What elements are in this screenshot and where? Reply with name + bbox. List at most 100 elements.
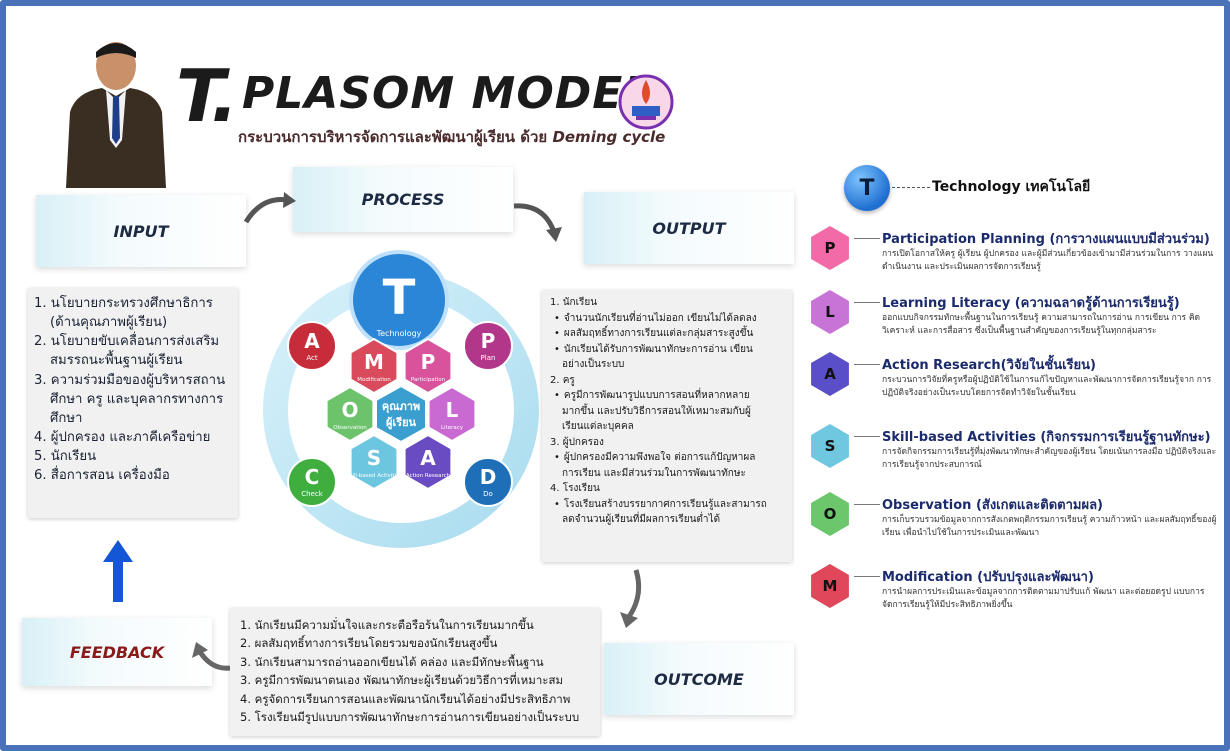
hex-shape (427, 385, 477, 443)
hex-label: Participation (411, 377, 446, 383)
subtitle: กระบวนการบริหารจัดการและพัฒนาผู้เรียน ด้… (238, 125, 665, 149)
feedback-banner: FEEDBACK (22, 618, 212, 686)
pdca-circle (287, 457, 337, 507)
input-item: 2. นโยบายขับเคลื่อนการส่งเสริม (34, 334, 220, 350)
curved-arrow-icon (513, 203, 562, 242)
pdca-label: Do (483, 490, 493, 498)
input-item: 1. นโยบายกระทรวงศึกษาธิการ (34, 296, 213, 311)
output-item-cont: ลดจำนวนผู้เรียนที่มีผลการเรียนต่ำได้ (562, 514, 721, 525)
model-item-title: Participation Planning (การวางแผนแบบมีส่… (882, 232, 1210, 247)
pdca-letter: C (305, 465, 320, 489)
curved-arrow-icon (620, 569, 642, 628)
hex-shape (403, 433, 453, 491)
model-item-description: กระบวนการวิจัยที่ครูหรือผู้ปฏิบัติใช้ในก… (882, 375, 1212, 398)
model-item-title: Learning Literacy (ความฉลาดรู้ด้านการเรี… (882, 296, 1180, 311)
model-item-description: ออกแบบกิจกรรมทักษะพื้นฐานในการเรียนรู้ ค… (882, 313, 1201, 336)
pdca-label: Act (306, 354, 318, 362)
outcome-panel: 1. นักเรียนมีความมั่นใจและกระตือรือร้นใน… (230, 608, 600, 736)
model-item-title: Modification (ปรับปรุงและพัฒนา) (882, 570, 1094, 585)
pdca-letter: P (481, 329, 496, 353)
hex-letter: S (367, 446, 381, 470)
hex-participation: P Participation (403, 337, 453, 395)
input-item: (ด้านคุณภาพผู้เรียน) (50, 315, 168, 331)
input-item: 6. สื่อการสอน เครื่องมือ (34, 468, 170, 484)
curved-arrow-icon (192, 642, 231, 671)
hex-label: Action Research (406, 473, 451, 479)
output-banner: OUTPUT (584, 192, 794, 264)
technology-letter: T (383, 270, 416, 326)
hex-letter: P (421, 350, 436, 374)
curved-arrow-icon (243, 192, 296, 224)
outcome-item: 2. ผลสัมฤทธิ์ทางการเรียนโดยรวมของนักเรีย… (240, 636, 498, 651)
technology-circle (349, 250, 449, 350)
subtitle-deming: Deming cycle (552, 128, 666, 146)
technology-title: Technology เทคโนโลยี (932, 179, 1091, 195)
title-t: T. (176, 54, 238, 138)
pdca-letter: A (304, 329, 320, 353)
hex-shape (349, 337, 399, 395)
hex-literacy: L Literacy (427, 385, 477, 443)
output-heading: 3. ผู้ปกครอง (550, 436, 604, 448)
connector-line (854, 364, 880, 365)
output-item-cont: เรียนแต่ละบุคคล (562, 421, 634, 432)
output-item: ผู้ปกครองมีความพึงพอใจ ต่อการแก้ปัญหาผล (550, 450, 784, 466)
technology-badge: T (844, 165, 890, 211)
outcome-banner: OUTCOME (604, 643, 794, 715)
model-item-description: การจัดกิจกรรมการเรียนรู้ที่มุ่งพัฒนาทักษ… (882, 447, 1217, 470)
process-banner: PROCESS (293, 167, 513, 232)
pdca-label: Plan (481, 354, 496, 362)
hex-shape (325, 385, 375, 443)
hex-letter: A (420, 446, 436, 470)
arrow-up-icon (103, 540, 133, 602)
model-letter-badge: L (811, 290, 849, 334)
hex-group: MModificationPParticipationOObservationL… (325, 337, 477, 491)
hex-shape (349, 433, 399, 491)
hex-label: Skill-based Activities (346, 473, 403, 479)
output-item-cont: มากขึ้น และปรับวิธีการสอนให้เหมาะสมกับผู… (562, 405, 751, 417)
output-item: ผลสัมฤทธิ์ทางการเรียนแต่ละกลุ่มสาระสูงขึ… (550, 326, 784, 342)
hex-action-research: A Action Research (403, 433, 453, 491)
model-item-title: Skill-based Activities (กิจกรรมการเรียนร… (882, 430, 1211, 445)
hex-skill-based-activities: S Skill-based Activities (346, 433, 403, 491)
outcome-item: 5. โรงเรียนมีรูปแบบการพัฒนาทักษะการอ่านก… (240, 709, 580, 724)
hex-letter: L (446, 398, 459, 422)
model-item-title: Observation (สังเกตและติดตามผล) (882, 498, 1103, 513)
hex-label: Modification (357, 377, 391, 383)
model-letter-badge: A (811, 352, 849, 396)
connector-line (892, 187, 930, 188)
input-item: 3. ความร่วมมือของผู้บริหารสถาน (34, 372, 226, 388)
pdca-circle (463, 457, 513, 507)
model-item-description: การเก็บรวบรวมข้อมูลจากการสังเกตพฤติกรรมก… (882, 515, 1217, 538)
input-item: ศึกษา ครู และบุคลากรทางการ (50, 391, 224, 407)
subtitle-text: กระบวนการบริหารจัดการและพัฒนาผู้เรียน ด้… (238, 128, 553, 146)
pdca-circle (463, 321, 513, 371)
outcome-item: 4. ครูจัดการเรียนการสอนและพัฒนานักเรียนไ… (240, 691, 571, 706)
model-item-description: การเปิดโอกาสให้ครู ผู้เรียน ผู้ปกครอง แล… (882, 249, 1214, 272)
output-item: จำนวนนักเรียนที่อ่านไม่ออก เขียนไม่ได้ลด… (550, 311, 784, 327)
hex-label: Literacy (441, 425, 464, 431)
output-heading: 2. ครู (550, 374, 575, 386)
pdca-label: Check (301, 490, 323, 498)
output-item-cont: การเรียน และมีส่วนร่วมในการพัฒนาทักษะ (562, 467, 746, 479)
title-main: PLASOM MODEL (242, 68, 653, 119)
connector-line (854, 576, 880, 577)
hex-label: Observation (333, 425, 367, 431)
connector-line (854, 436, 880, 437)
output-item: ครูมีการพัฒนารูปแบบการสอนที่หลากหลาย (550, 388, 784, 404)
presenter-portrait (66, 42, 166, 188)
pdca-do-node: DDo (463, 457, 513, 507)
connector-line (854, 302, 880, 303)
connector-line (854, 504, 880, 505)
input-item: 5. นักเรียน (34, 449, 97, 465)
input-item: ศึกษา (50, 410, 83, 426)
center-hex (375, 384, 427, 444)
technology-label: Technology (376, 329, 422, 338)
center-label-2: ผู้เรียน (386, 416, 417, 430)
